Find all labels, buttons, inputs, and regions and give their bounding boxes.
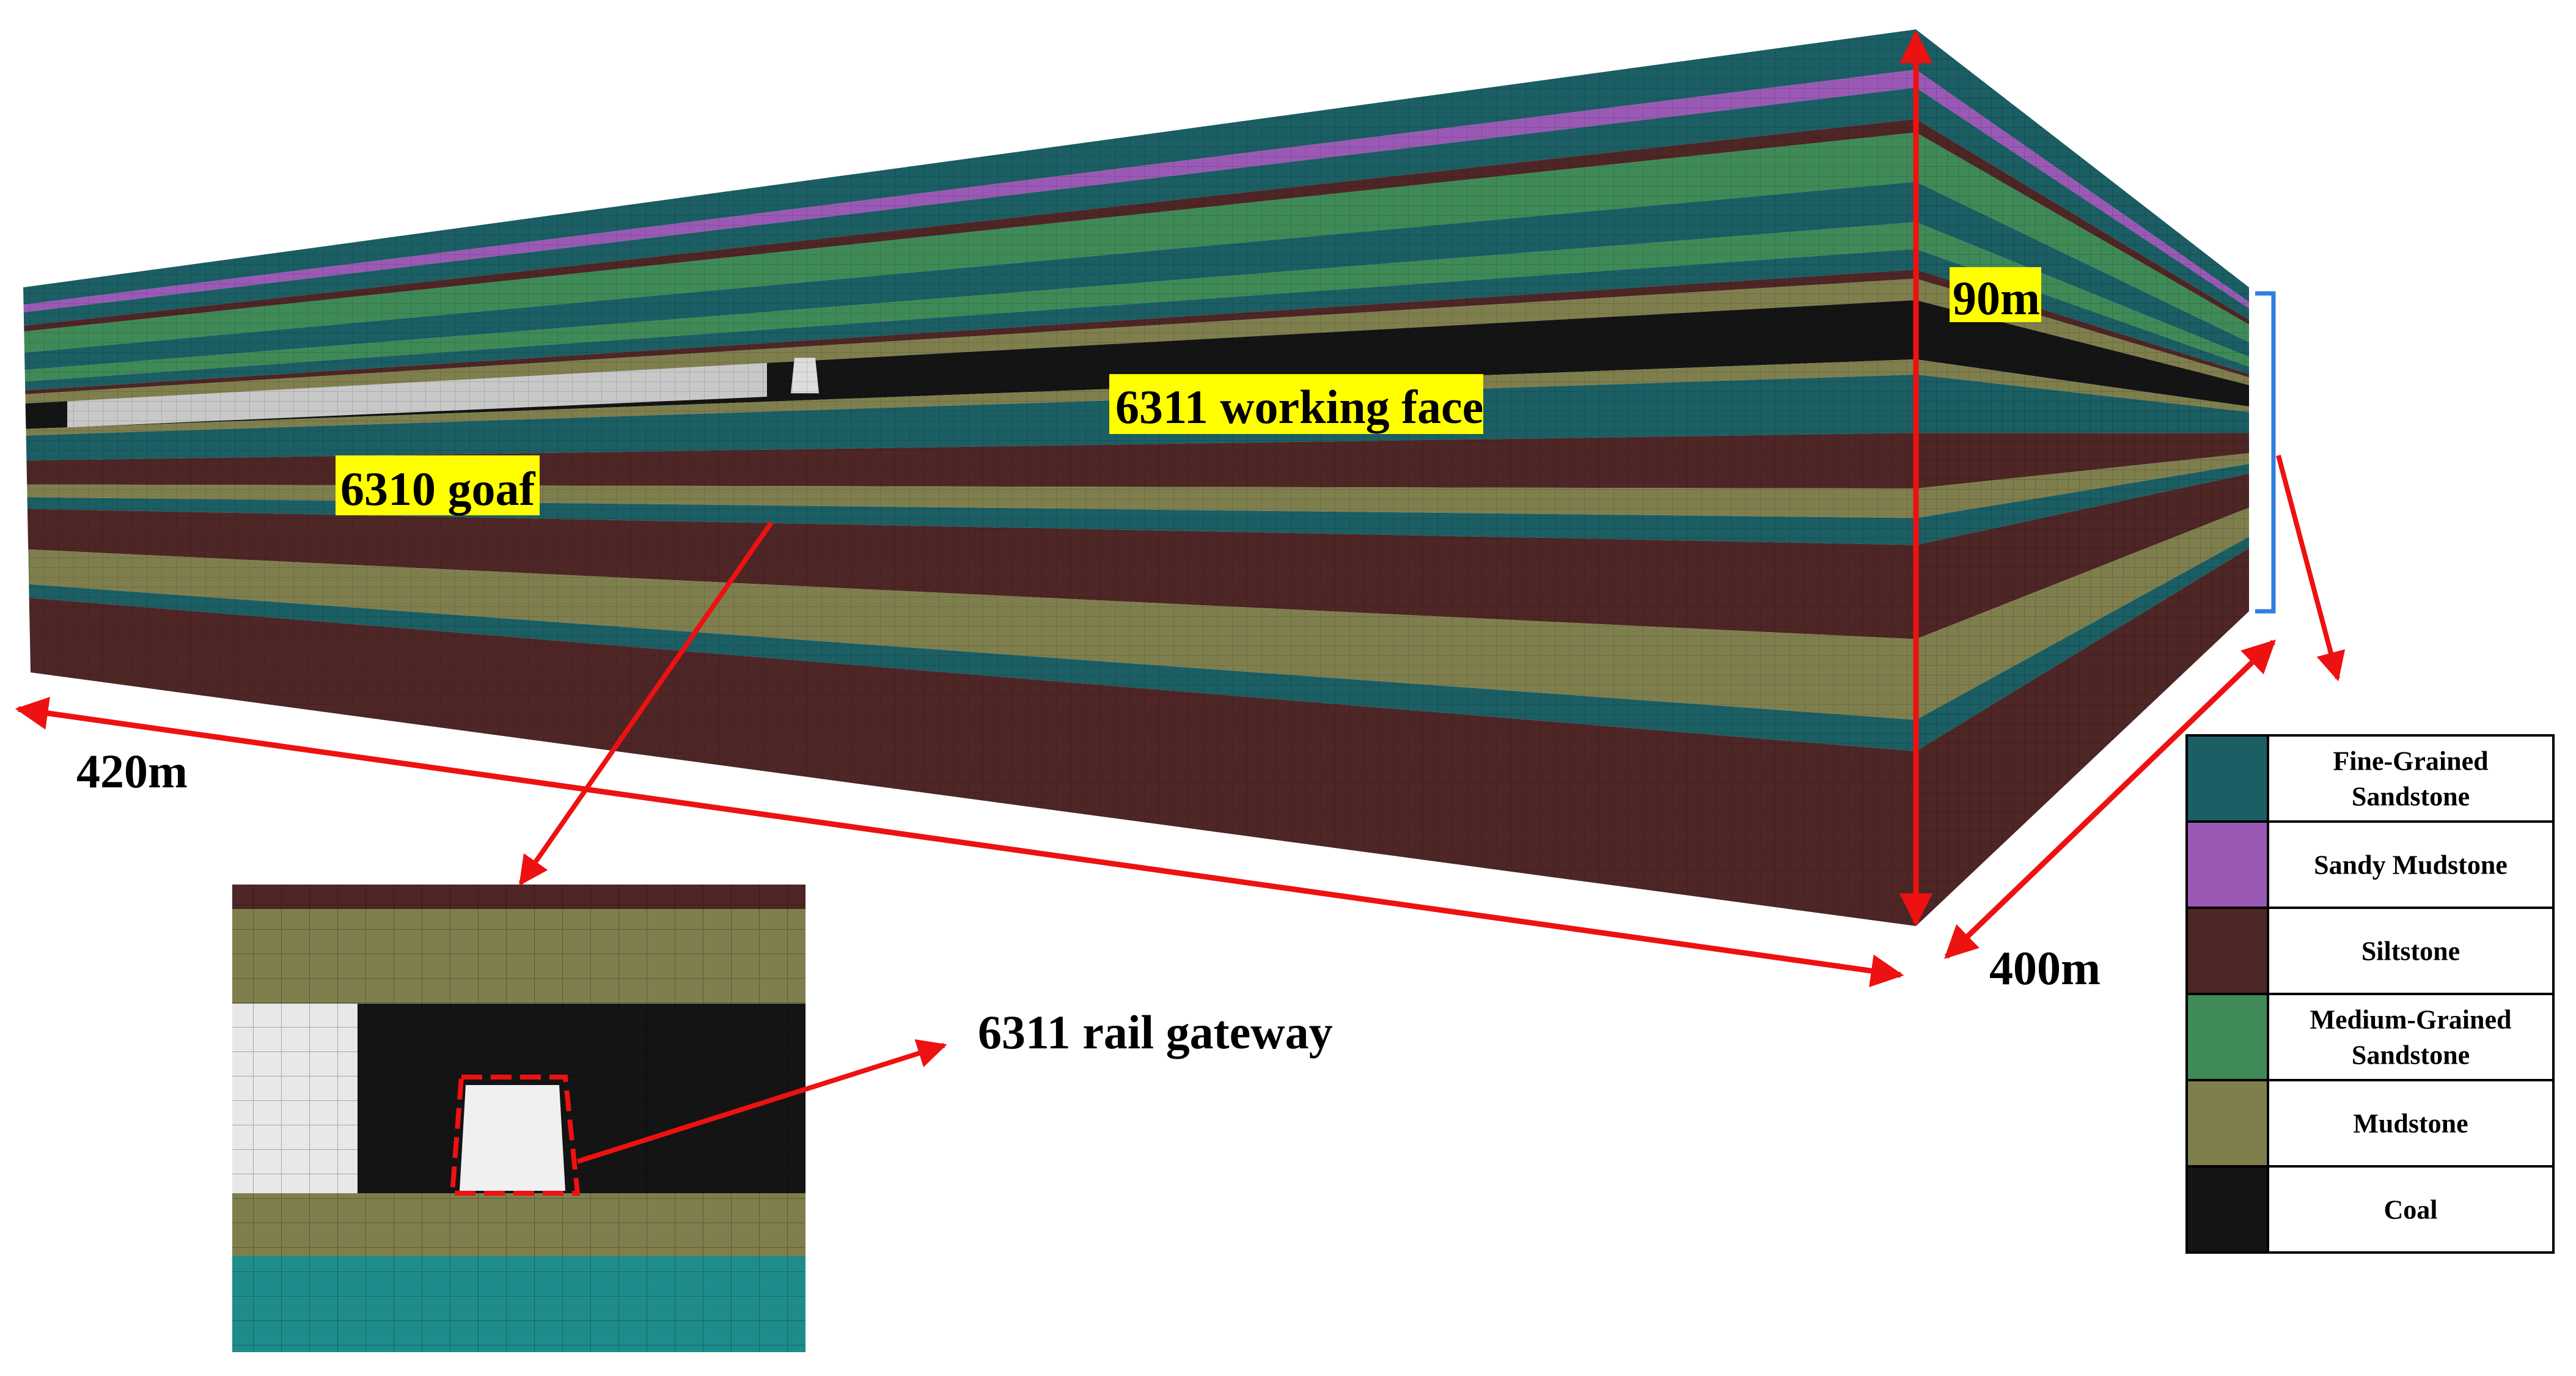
legend-swatch [2185, 820, 2269, 909]
legend-label: Siltstone [2361, 936, 2460, 966]
svg-text:6310 goaf: 6310 goaf [340, 462, 536, 515]
legend-swatch [2185, 907, 2269, 995]
svg-text:6311 working face: 6311 working face [1115, 380, 1483, 433]
legend-swatch [2185, 734, 2269, 823]
legend-label: Medium-Grained [2310, 1005, 2512, 1035]
width-arrow [1944, 639, 2276, 959]
legend-swatch [2185, 1165, 2269, 1254]
width-label: 400m [1989, 941, 2101, 995]
rail-gateway-outline [449, 1075, 581, 1196]
legend-cell [2267, 993, 2555, 1081]
legend-cell [2267, 907, 2555, 995]
height-label: 90m [1950, 267, 2041, 325]
legend-pointer-arrow [2276, 454, 2346, 682]
coal-seam-bracket [2255, 291, 2276, 614]
rail-gateway-arrow [576, 1039, 947, 1164]
rail-gateway-roadway [460, 1085, 565, 1191]
legend-cell [2267, 1079, 2555, 1168]
length-arrow [15, 697, 1904, 987]
legend-label: Fine-Grained [2333, 746, 2488, 776]
legend-label: Mudstone [2353, 1109, 2468, 1139]
legend-cell [2267, 734, 2555, 823]
legend-label: Sandy Mudstone [2314, 850, 2508, 880]
svg-text:90m: 90m [1953, 271, 2040, 325]
legend-label: Coal [2384, 1195, 2438, 1225]
legend-swatch [2185, 993, 2269, 1081]
goaf-label: 6310 goaf [336, 455, 540, 515]
rail-gateway-label: 6311 rail gateway [978, 1006, 1333, 1059]
legend-swatch [2185, 1079, 2269, 1168]
legend-cell [2267, 1165, 2555, 1254]
legend-label: Sandstone [2352, 782, 2470, 812]
working-face-label: 6311 working face [1109, 374, 1483, 434]
legend-label: Sandstone [2352, 1040, 2470, 1070]
length-label: 420m [76, 745, 188, 798]
inset-pointer-arrow [518, 521, 774, 886]
legend-cell [2267, 820, 2555, 909]
